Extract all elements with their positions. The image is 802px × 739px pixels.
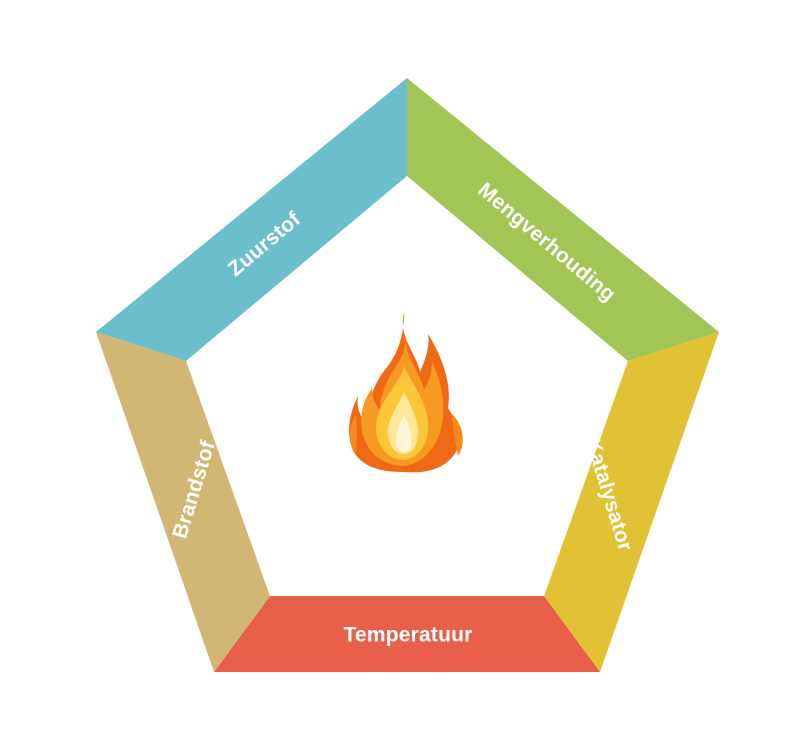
segment-temperatuur: [214, 596, 600, 672]
fire-flame-icon: [349, 312, 463, 473]
segment-brandstof: [96, 332, 270, 672]
segment-mengverhouding: [407, 78, 719, 361]
label-temperatuur: Temperatuur: [344, 624, 473, 647]
segment-katalysator: [544, 332, 719, 672]
segment-zuurstof: [96, 78, 407, 361]
